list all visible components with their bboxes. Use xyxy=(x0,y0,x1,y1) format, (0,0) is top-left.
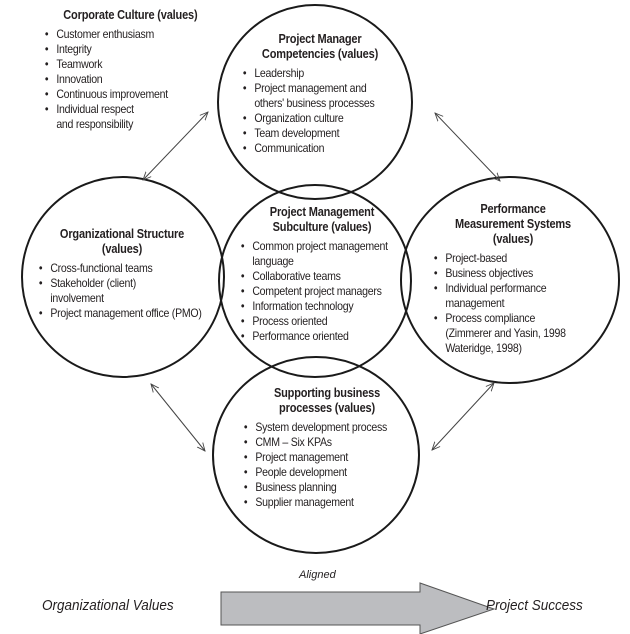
corporate-culture-list: Customer enthusiasm Integrity Teamwork I… xyxy=(44,27,194,132)
project-success-label: Project Success xyxy=(486,597,583,614)
aligned-arrow xyxy=(220,582,496,634)
supporting-processes-block: Supporting business processes (values) S… xyxy=(240,386,410,510)
list-item: Competent project managers xyxy=(240,284,390,299)
list-item: Project-based xyxy=(433,251,582,266)
pm-subculture-list: Common project management language Colla… xyxy=(240,239,390,344)
list-item: Customer enthusiasm xyxy=(44,27,194,42)
perf-measurement-title-3: (values) xyxy=(492,232,534,246)
org-structure-title-1: Organizational Structure xyxy=(59,227,185,241)
list-item: Collaborative teams xyxy=(240,269,390,284)
list-item: Project management office (PMO) xyxy=(38,306,202,321)
pm-competencies-title-2: Competencies (values) xyxy=(261,47,379,61)
list-item: System development process xyxy=(243,420,390,435)
list-item: Leadership xyxy=(242,66,381,81)
list-item-continuation: Wateridge, 1998) xyxy=(445,341,522,355)
pm-competencies-list: Leadership Project management and others… xyxy=(242,66,381,156)
org-structure-block: Organizational Structure (values) Cross-… xyxy=(36,227,216,321)
supporting-processes-list: System development process CMM – Six KPA… xyxy=(243,420,390,510)
list-item: Communication xyxy=(242,141,381,156)
perf-measurement-title-1: Performance xyxy=(480,202,546,216)
list-item: Business planning xyxy=(243,480,390,495)
list-item: Common project management xyxy=(240,239,390,254)
list-item: CMM – Six KPAs xyxy=(243,435,390,450)
double-arrow-culture-structure xyxy=(143,112,208,180)
list-item: Project management xyxy=(243,450,390,465)
corporate-culture-block: Corporate Culture (values) Customer enth… xyxy=(14,8,214,132)
pm-subculture-title-2: Subculture (values) xyxy=(272,220,372,234)
pm-subculture-title-1: Project Management xyxy=(269,205,375,219)
list-item: Individual performance xyxy=(433,281,582,296)
list-item: Organization culture xyxy=(242,111,381,126)
pm-competencies-title-1: Project Manager xyxy=(278,32,362,46)
supporting-processes-title-1: Supporting business xyxy=(273,386,381,400)
list-item: Individual respect xyxy=(44,102,194,117)
list-item-continuation: and responsibility xyxy=(56,117,134,131)
list-item: Teamwork xyxy=(44,57,194,72)
list-item: Supplier management xyxy=(243,495,390,510)
list-item-continuation: (Zimmerer and Yasin, 1998 xyxy=(445,326,566,340)
circle-pm-subculture xyxy=(218,184,412,378)
org-structure-title-2: (values) xyxy=(101,242,143,256)
pm-competencies-block: Project Manager Competencies (values) Le… xyxy=(240,32,400,156)
double-arrow-structure-supporting xyxy=(151,384,205,451)
list-item: Continuous improvement xyxy=(44,87,194,102)
list-item: Cross-functional teams xyxy=(38,261,195,276)
circle-perf-measurement xyxy=(400,176,620,384)
list-item: Business objectives xyxy=(433,266,582,281)
circle-supporting-processes xyxy=(212,356,420,554)
list-item: Project management and xyxy=(242,81,381,96)
perf-measurement-title-2: Measurement Systems xyxy=(455,217,571,231)
pm-subculture-block: Project Management Subculture (values) C… xyxy=(240,205,410,344)
supporting-processes-title-2: processes (values) xyxy=(279,401,375,415)
organizational-values-label: Organizational Values xyxy=(42,597,174,614)
list-item: Team development xyxy=(242,126,381,141)
list-item-continuation: involvement xyxy=(50,291,104,305)
list-item: Performance oriented xyxy=(240,329,390,344)
perf-measurement-list: Project-based Business objectives Indivi… xyxy=(433,251,582,356)
list-item-continuation: management xyxy=(445,296,505,310)
double-arrow-competencies-measurement xyxy=(435,113,500,181)
list-item: Information technology xyxy=(240,299,390,314)
list-item: People development xyxy=(243,465,390,480)
aligned-label: Aligned xyxy=(299,569,336,581)
list-item: Stakeholder (client) xyxy=(38,276,195,291)
list-item-continuation: language xyxy=(252,254,294,268)
circle-org-structure xyxy=(21,176,225,378)
list-item: Integrity xyxy=(44,42,194,57)
circle-pm-competencies xyxy=(217,4,413,200)
list-item: Process compliance xyxy=(433,311,582,326)
corporate-culture-title: Corporate Culture (values) xyxy=(63,8,198,22)
list-item: Innovation xyxy=(44,72,194,87)
perf-measurement-block: Performance Measurement Systems (values)… xyxy=(432,202,602,356)
org-structure-list: Cross-functional teams Stakeholder (clie… xyxy=(38,261,202,321)
double-arrow-measurement-supporting xyxy=(432,383,494,450)
list-item-continuation: others' business processes xyxy=(254,96,375,110)
list-item: Process oriented xyxy=(240,314,390,329)
